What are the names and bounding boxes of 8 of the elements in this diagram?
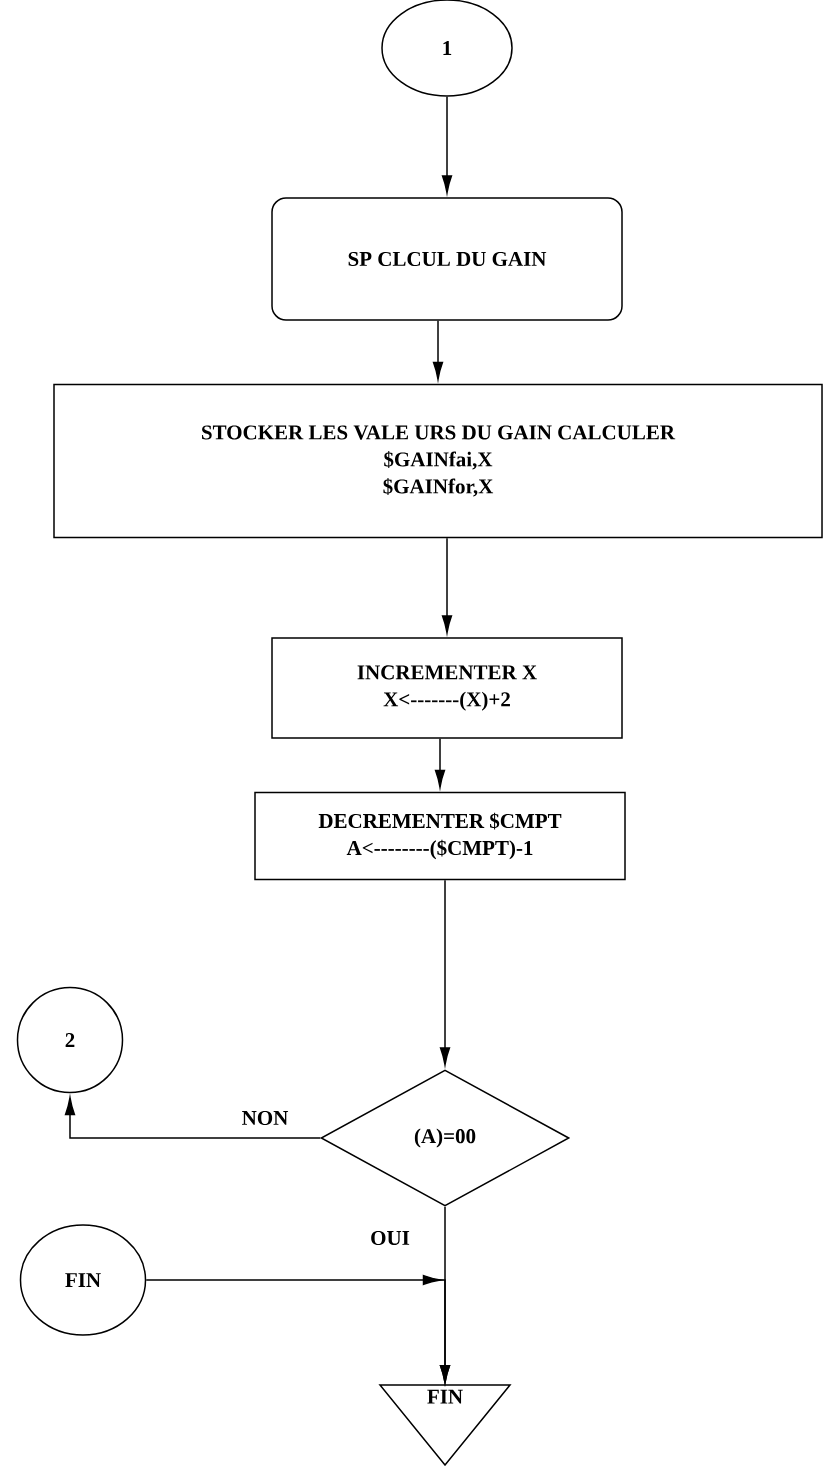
arrow [439,879,451,1066]
process-box: SP CLCUL DU GAIN [271,197,623,321]
process-box: INCREMENTER X X<-------(X)+2 [271,637,623,739]
process-box: STOCKER LES VALE URS DU GAIN CALCULER $GAINfai,X $GAINfor,X [53,383,823,539]
arrow [145,1274,451,1384]
arrow [441,96,453,194]
process-box: DECREMENTER $CMPT A<--------($CMPT)-1 [254,791,626,881]
arrow [441,537,453,634]
